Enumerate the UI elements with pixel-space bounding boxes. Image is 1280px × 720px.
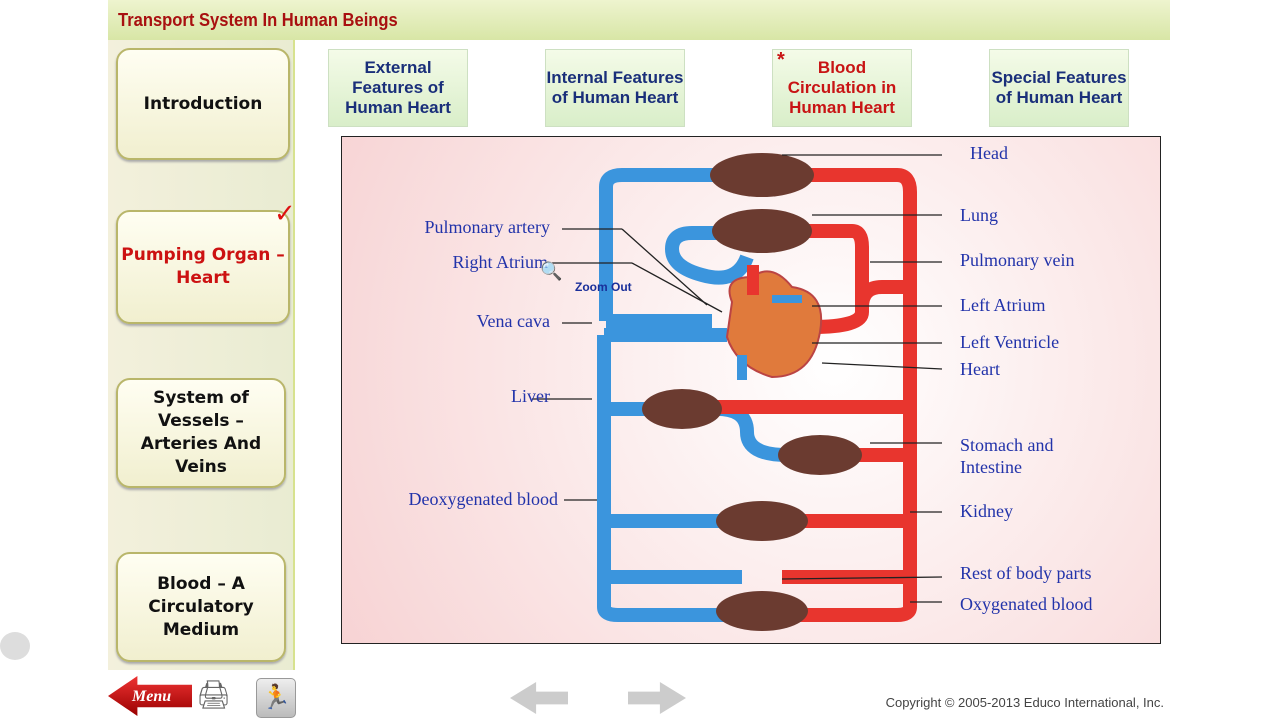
pulmonary-artery-vessel — [665, 226, 754, 285]
circulation-svg — [532, 153, 943, 631]
label-right-atrium: Right Atrium — [452, 252, 548, 272]
deoxygenated-vessel — [597, 335, 742, 622]
oxygenated-vessel — [782, 168, 917, 622]
capillary-body — [716, 591, 808, 631]
portal-vessel — [711, 401, 788, 462]
tab-blood-circulation[interactable]: *Blood Circulation in Human Heart — [772, 49, 912, 127]
label-oxygenated-blood: Oxygenated blood — [960, 594, 1093, 614]
label-rest-of-body: Rest of body parts — [960, 563, 1092, 583]
deoxygenated-vessel — [604, 328, 742, 584]
capillary-liver — [642, 389, 722, 429]
previous-arrow-icon[interactable] — [510, 682, 568, 714]
sidebar-item-blood[interactable]: Blood – A Circulatory Medium — [116, 552, 286, 662]
oxygenated-vessel — [712, 280, 910, 584]
checkmark-icon: ✓ — [274, 198, 296, 228]
label-head: Head — [970, 143, 1008, 163]
next-arrow-icon[interactable] — [628, 682, 686, 714]
capillary-head — [710, 153, 814, 197]
label-vena-cava: Vena cava — [476, 311, 550, 331]
label-pulmonary-artery: Pulmonary artery — [424, 217, 550, 237]
copyright-text: Copyright © 2005-2013 Educo Internationa… — [885, 695, 1164, 710]
tab-label: Internal Features of Human Heart — [546, 68, 684, 107]
tab-internal-features[interactable]: Internal Features of Human Heart — [545, 49, 685, 127]
label-kidney: Kidney — [960, 501, 1013, 521]
circulation-diagram: Pulmonary artery Right Atrium Vena cava … — [341, 136, 1161, 644]
tab-label: External Features of Human Heart — [345, 58, 451, 117]
tab-label: Special Features of Human Heart — [991, 68, 1127, 107]
deoxygenated-vessel — [599, 168, 742, 321]
run-icon[interactable]: 🏃 — [256, 678, 296, 718]
scroll-indicator[interactable] — [0, 632, 30, 660]
magnifier-icon[interactable]: 🔍 — [540, 261, 563, 281]
label-lung: Lung — [960, 205, 998, 225]
print-icon[interactable]: 🖨 — [196, 679, 232, 710]
sidebar-item-vessels[interactable]: System of Vessels – Arteries And Veins — [116, 378, 286, 488]
active-marker: * — [777, 49, 785, 71]
sidebar: Introduction Pumping Organ – Heart ✓ Sys… — [108, 40, 296, 670]
heart-illustration — [725, 265, 823, 380]
label-pulmonary-vein: Pulmonary vein — [960, 250, 1075, 270]
capillary-kidney — [716, 501, 808, 541]
menu-button[interactable]: Menu — [108, 676, 192, 716]
zoom-out-tooltip: Zoom Out — [575, 280, 632, 294]
label-heart: Heart — [960, 359, 1000, 379]
capillary-lung — [712, 209, 812, 253]
label-left-ventricle: Left Ventricle — [960, 332, 1060, 352]
menu-label: Menu — [132, 688, 172, 705]
header-bar: Transport System In Human Beings — [108, 0, 1170, 40]
capillary-beds — [642, 153, 862, 631]
tab-label: Blood Circulation in Human Heart — [787, 58, 897, 117]
sidebar-item-pumping-organ[interactable]: Pumping Organ – Heart — [116, 210, 290, 324]
oxygenated-vessel — [782, 224, 869, 334]
leader-lines — [532, 154, 943, 603]
label-deoxygenated-blood: Deoxygenated blood — [408, 489, 558, 509]
label-stomach-intestine: Stomach and Intestine — [960, 435, 1054, 477]
tab-external-features[interactable]: External Features of Human Heart — [328, 49, 468, 127]
label-liver: Liver — [511, 386, 550, 406]
sidebar-item-introduction[interactable]: Introduction — [116, 48, 290, 160]
capillary-intestine — [778, 435, 862, 475]
label-left-atrium: Left Atrium — [960, 295, 1046, 315]
tab-special-features[interactable]: Special Features of Human Heart — [989, 49, 1129, 127]
page-title: Transport System In Human Beings — [118, 10, 398, 30]
